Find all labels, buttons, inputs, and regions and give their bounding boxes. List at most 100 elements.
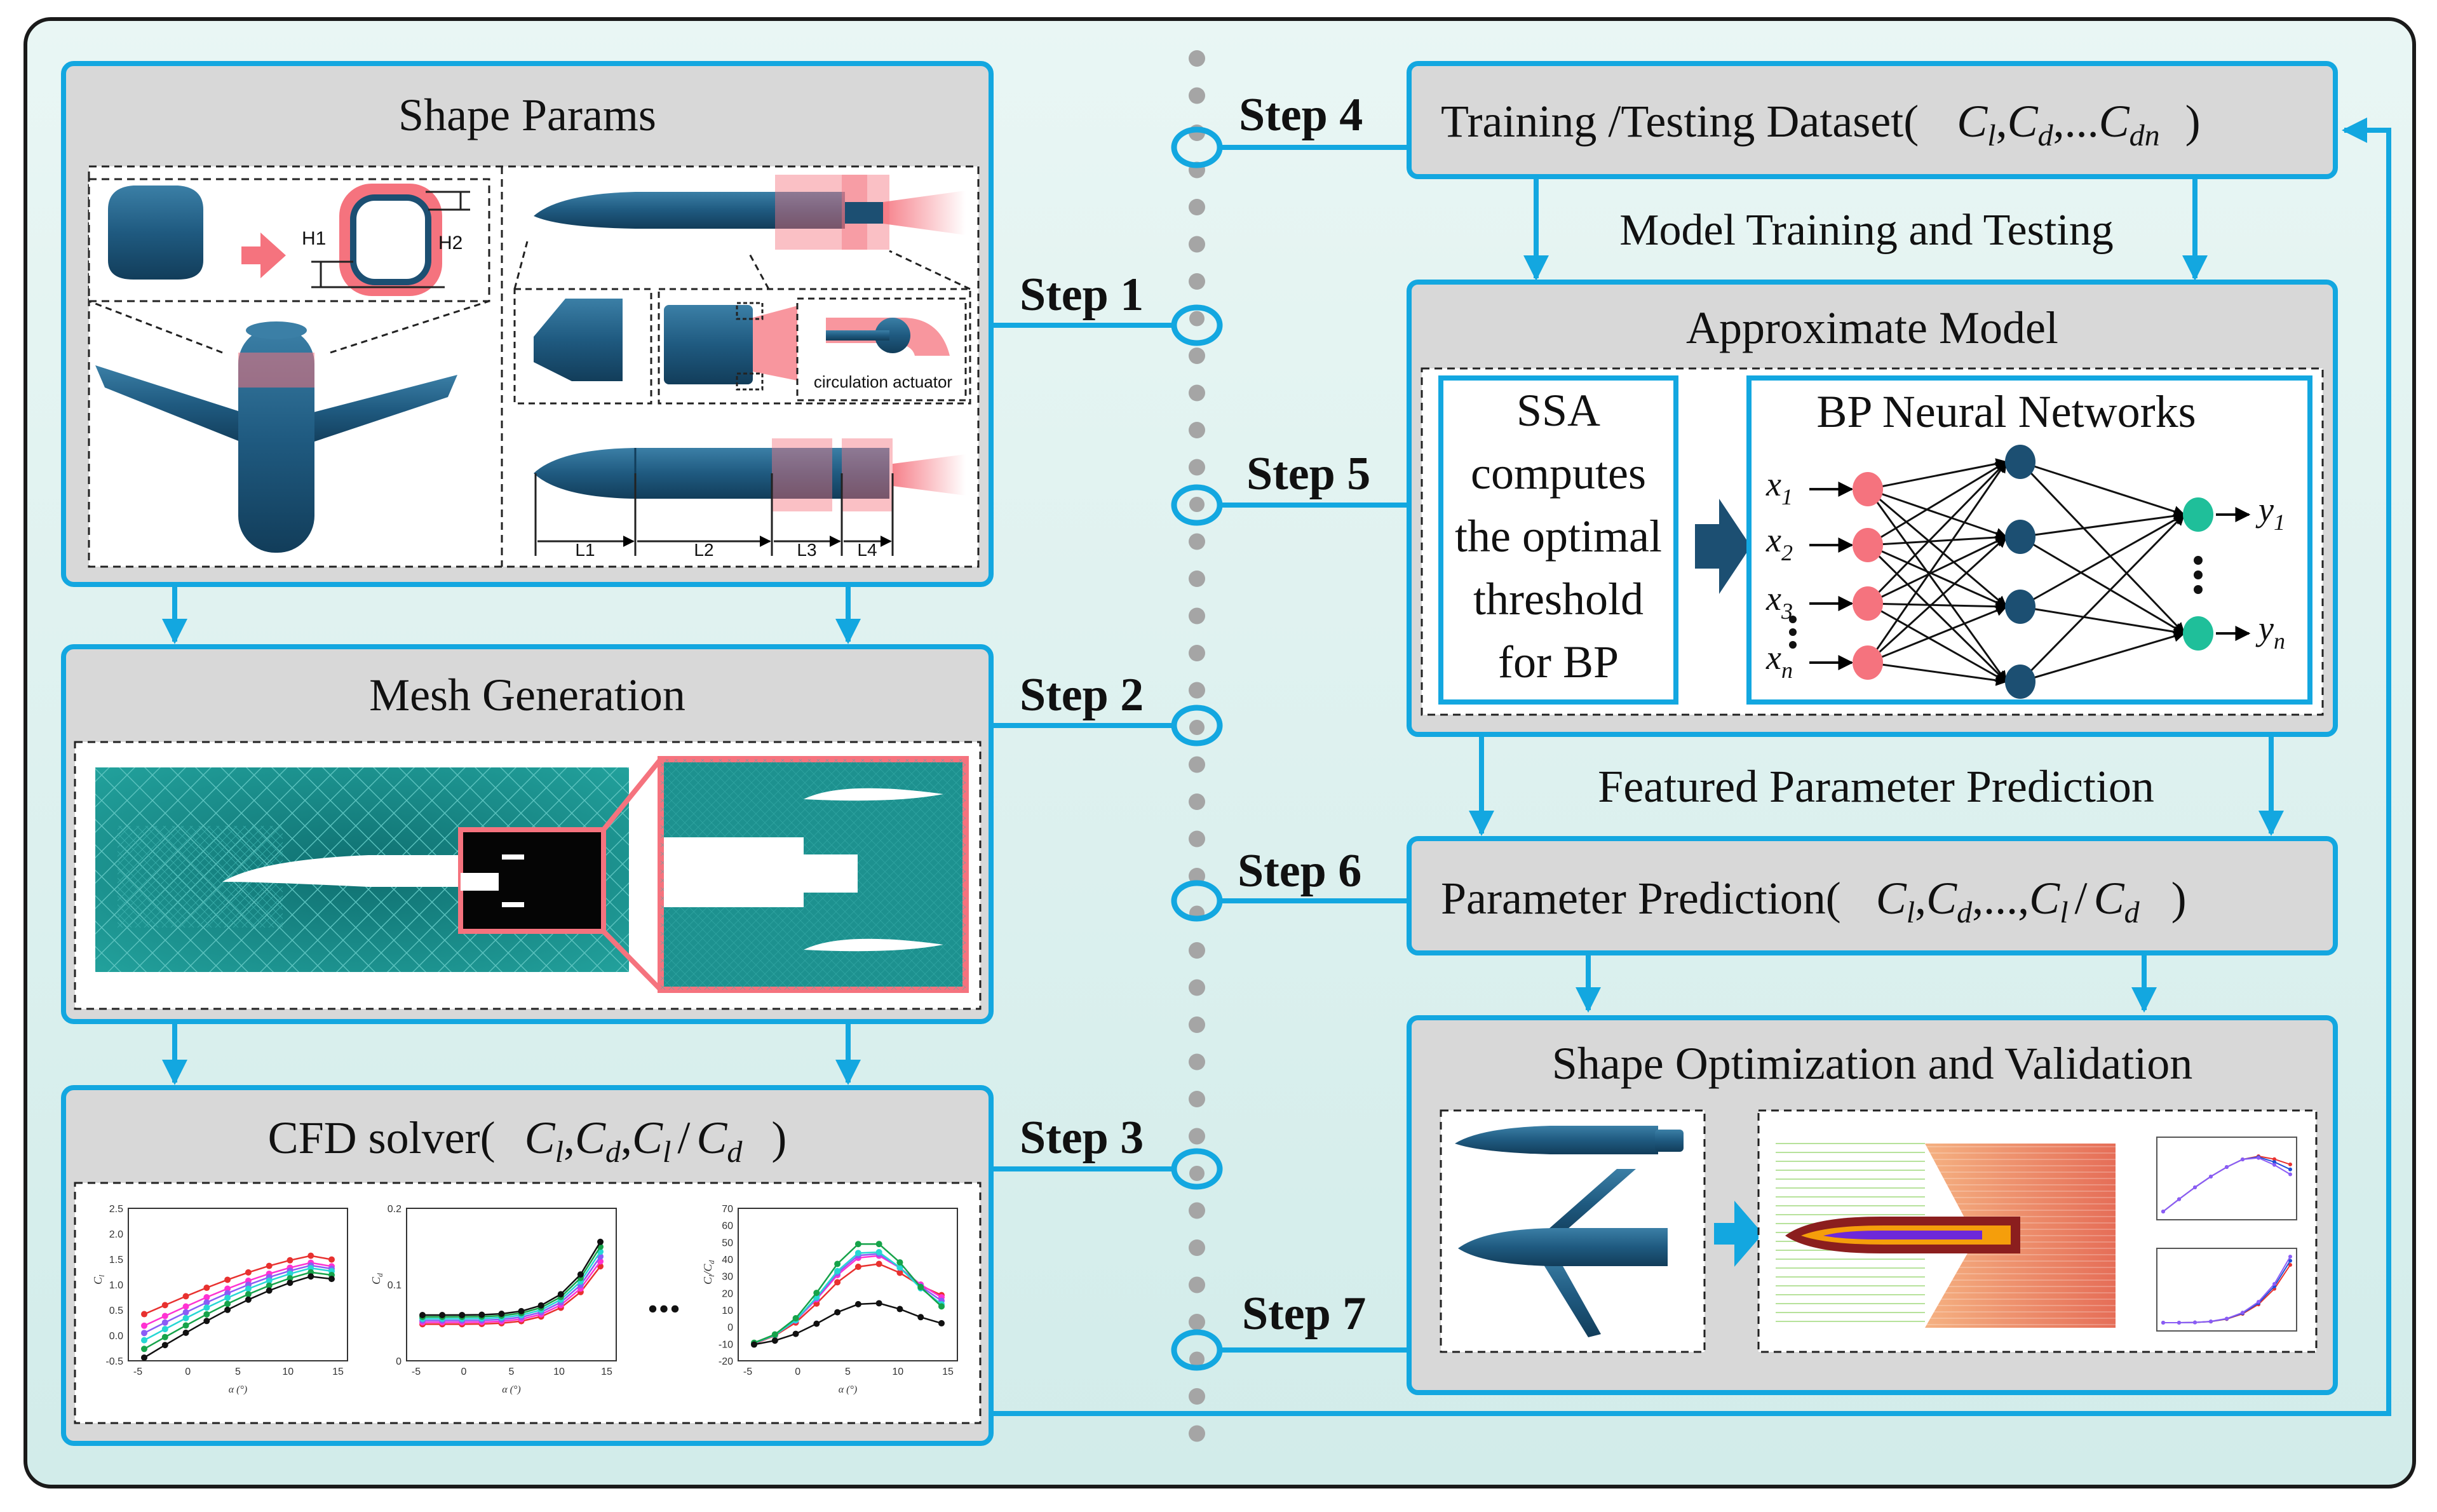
chart-series-line xyxy=(144,1276,332,1359)
chart-series-line xyxy=(422,1241,602,1316)
chart-point xyxy=(224,1300,231,1307)
chart-series-line xyxy=(753,1302,942,1346)
chart-point xyxy=(224,1276,231,1283)
chart-point xyxy=(478,1311,485,1318)
divider-dot xyxy=(1189,199,1205,215)
chart-point xyxy=(854,1241,861,1248)
chart-point xyxy=(141,1337,147,1344)
y-tick-label: 60 xyxy=(722,1221,733,1232)
divider-dot xyxy=(1189,50,1205,67)
ssa-to-bp-arrow xyxy=(1695,499,1751,594)
y-tick-label: 1.0 xyxy=(109,1280,123,1291)
validation-cd-chart xyxy=(2156,1248,2297,1332)
nn-edge xyxy=(1867,605,2008,664)
chart-point xyxy=(182,1309,189,1316)
divider-dot xyxy=(1189,793,1205,810)
chart-point xyxy=(245,1269,252,1276)
chart-point xyxy=(161,1333,168,1340)
nn-input-node xyxy=(1853,645,1883,680)
chart-point xyxy=(917,1283,924,1290)
divider-dot xyxy=(1189,459,1205,476)
chart-series-line xyxy=(422,1246,602,1318)
nn-ellipsis-dot xyxy=(1789,628,1797,636)
divider-dot xyxy=(1189,1314,1205,1330)
chart-point xyxy=(307,1252,314,1259)
step-connectors xyxy=(991,145,1409,1353)
chart-point xyxy=(577,1271,584,1278)
divider-dot xyxy=(1189,311,1205,327)
aircraft-top-view xyxy=(95,321,457,553)
chart-point xyxy=(266,1282,273,1289)
chart-point xyxy=(266,1277,273,1284)
chart-point xyxy=(203,1304,210,1311)
y-tick-label: 30 xyxy=(722,1272,733,1283)
mini-point xyxy=(2272,1163,2276,1167)
chart-point xyxy=(203,1294,210,1301)
divider-dot xyxy=(1189,1166,1205,1181)
l4-label: L4 xyxy=(857,540,877,560)
step1-marker xyxy=(1171,304,1223,346)
cfd-solver-panel: CFD solver(Cl,Cd,Cl/Cd) 2.52.01.51.00.50… xyxy=(61,1085,994,1446)
chart-point xyxy=(439,1311,446,1318)
divider-dot xyxy=(1189,348,1205,364)
h1-label: H1 xyxy=(302,228,326,249)
x-axis-label: α (°) xyxy=(229,1384,247,1395)
divider-dot xyxy=(1189,1276,1205,1293)
x-tick-label: 15 xyxy=(942,1367,954,1377)
divider-dot xyxy=(1189,273,1205,290)
mesh-generation-title: Mesh Generation xyxy=(369,670,685,720)
chart-point xyxy=(141,1311,147,1318)
divider-dot xyxy=(1189,830,1205,847)
nn-hidden-node xyxy=(2005,520,2035,554)
model-arrows xyxy=(1469,734,2284,836)
mini-point xyxy=(2161,1210,2165,1213)
step3-label: Step 3 xyxy=(1020,1112,1144,1164)
chart-point xyxy=(161,1326,168,1333)
chart-point xyxy=(875,1249,882,1256)
mesh-body-outline xyxy=(222,855,496,887)
chart-point xyxy=(597,1238,604,1245)
shape-params-panel: Shape Params H1 H2 xyxy=(61,61,994,587)
divider-dot xyxy=(1189,682,1205,699)
mini-point xyxy=(2193,1320,2197,1325)
chart-axes xyxy=(738,1208,958,1361)
y-axis-label: Cl/Cd xyxy=(701,1260,716,1285)
divider-dot xyxy=(1189,1091,1205,1107)
chart-point xyxy=(834,1279,841,1286)
nn-edge xyxy=(1867,461,2008,605)
y-tick-label: 1.5 xyxy=(109,1255,123,1266)
h2-label: H2 xyxy=(438,233,462,253)
mini-point xyxy=(2241,1157,2245,1161)
step5-marker xyxy=(1171,484,1223,526)
step6-label: Step 6 xyxy=(1238,845,1361,897)
y-axis-label: Cl xyxy=(91,1274,106,1285)
x-tick-label: 0 xyxy=(185,1367,191,1377)
y-tick-label: 20 xyxy=(722,1288,733,1299)
divider-dot xyxy=(1189,645,1205,661)
chart-point xyxy=(224,1290,231,1297)
mini-point xyxy=(2272,1160,2276,1164)
divider-dot xyxy=(1189,1351,1205,1367)
step6-marker xyxy=(1171,880,1223,922)
nn-edge xyxy=(1867,458,2008,490)
chart-point xyxy=(792,1330,799,1337)
prediction-arrows xyxy=(1576,953,2157,1013)
chart-point xyxy=(751,1341,757,1348)
chart-point xyxy=(896,1306,903,1313)
nn-edge xyxy=(1867,531,2008,546)
dataset-panel: Training /Testing Dataset(Cl,Cd,...Cdn) xyxy=(1407,61,2338,179)
divider-dot xyxy=(1189,868,1205,884)
chart-point xyxy=(813,1320,820,1327)
nn-edge xyxy=(2020,536,2185,635)
chart-point xyxy=(224,1294,231,1301)
chart-series-line xyxy=(753,1243,942,1344)
nn-edge xyxy=(1867,536,2008,664)
circulation-actuator-label: circulation actuator xyxy=(814,372,953,391)
chart-point xyxy=(182,1322,189,1329)
x-tick-label: -5 xyxy=(743,1367,752,1377)
chart-point xyxy=(834,1267,841,1274)
l1-label: L1 xyxy=(575,540,595,560)
chart-point xyxy=(419,1312,426,1318)
